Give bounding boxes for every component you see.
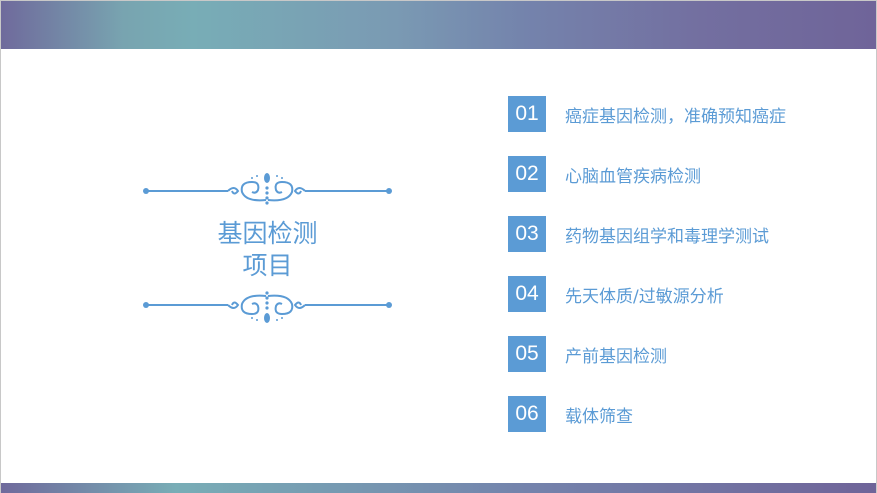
- item-number: 02: [508, 156, 546, 192]
- item-label: 心脑血管疾病检测: [565, 166, 701, 187]
- item-number: 01: [508, 96, 546, 132]
- section-title: 基因检测 项目: [150, 218, 385, 282]
- header-gradient-bar: [1, 1, 876, 49]
- list-item: 03 药物基因组学和毒理学测试: [508, 216, 769, 252]
- item-label: 产前基因检测: [565, 346, 667, 367]
- title-line-2: 项目: [242, 251, 293, 280]
- list-item: 04 先天体质/过敏源分析: [508, 276, 724, 312]
- item-number: 03: [508, 216, 546, 252]
- list-item: 06 载体筛查: [508, 396, 633, 432]
- list-item: 02 心脑血管疾病检测: [508, 156, 701, 192]
- title-line-1: 基因检测: [217, 219, 318, 248]
- list-item: 05 产前基因检测: [508, 336, 667, 372]
- item-label: 癌症基因检测，准确预知癌症: [565, 106, 786, 127]
- ornament-divider-bottom: [143, 291, 392, 323]
- item-label: 药物基因组学和毒理学测试: [565, 226, 769, 247]
- item-number: 06: [508, 396, 546, 432]
- item-number: 05: [508, 336, 546, 372]
- ornament-divider-top: [143, 173, 392, 205]
- list-item: 01 癌症基因检测，准确预知癌症: [508, 96, 786, 132]
- footer-gradient-bar: [1, 483, 876, 493]
- item-number: 04: [508, 276, 546, 312]
- item-label: 载体筛查: [565, 406, 633, 427]
- item-label: 先天体质/过敏源分析: [565, 286, 724, 307]
